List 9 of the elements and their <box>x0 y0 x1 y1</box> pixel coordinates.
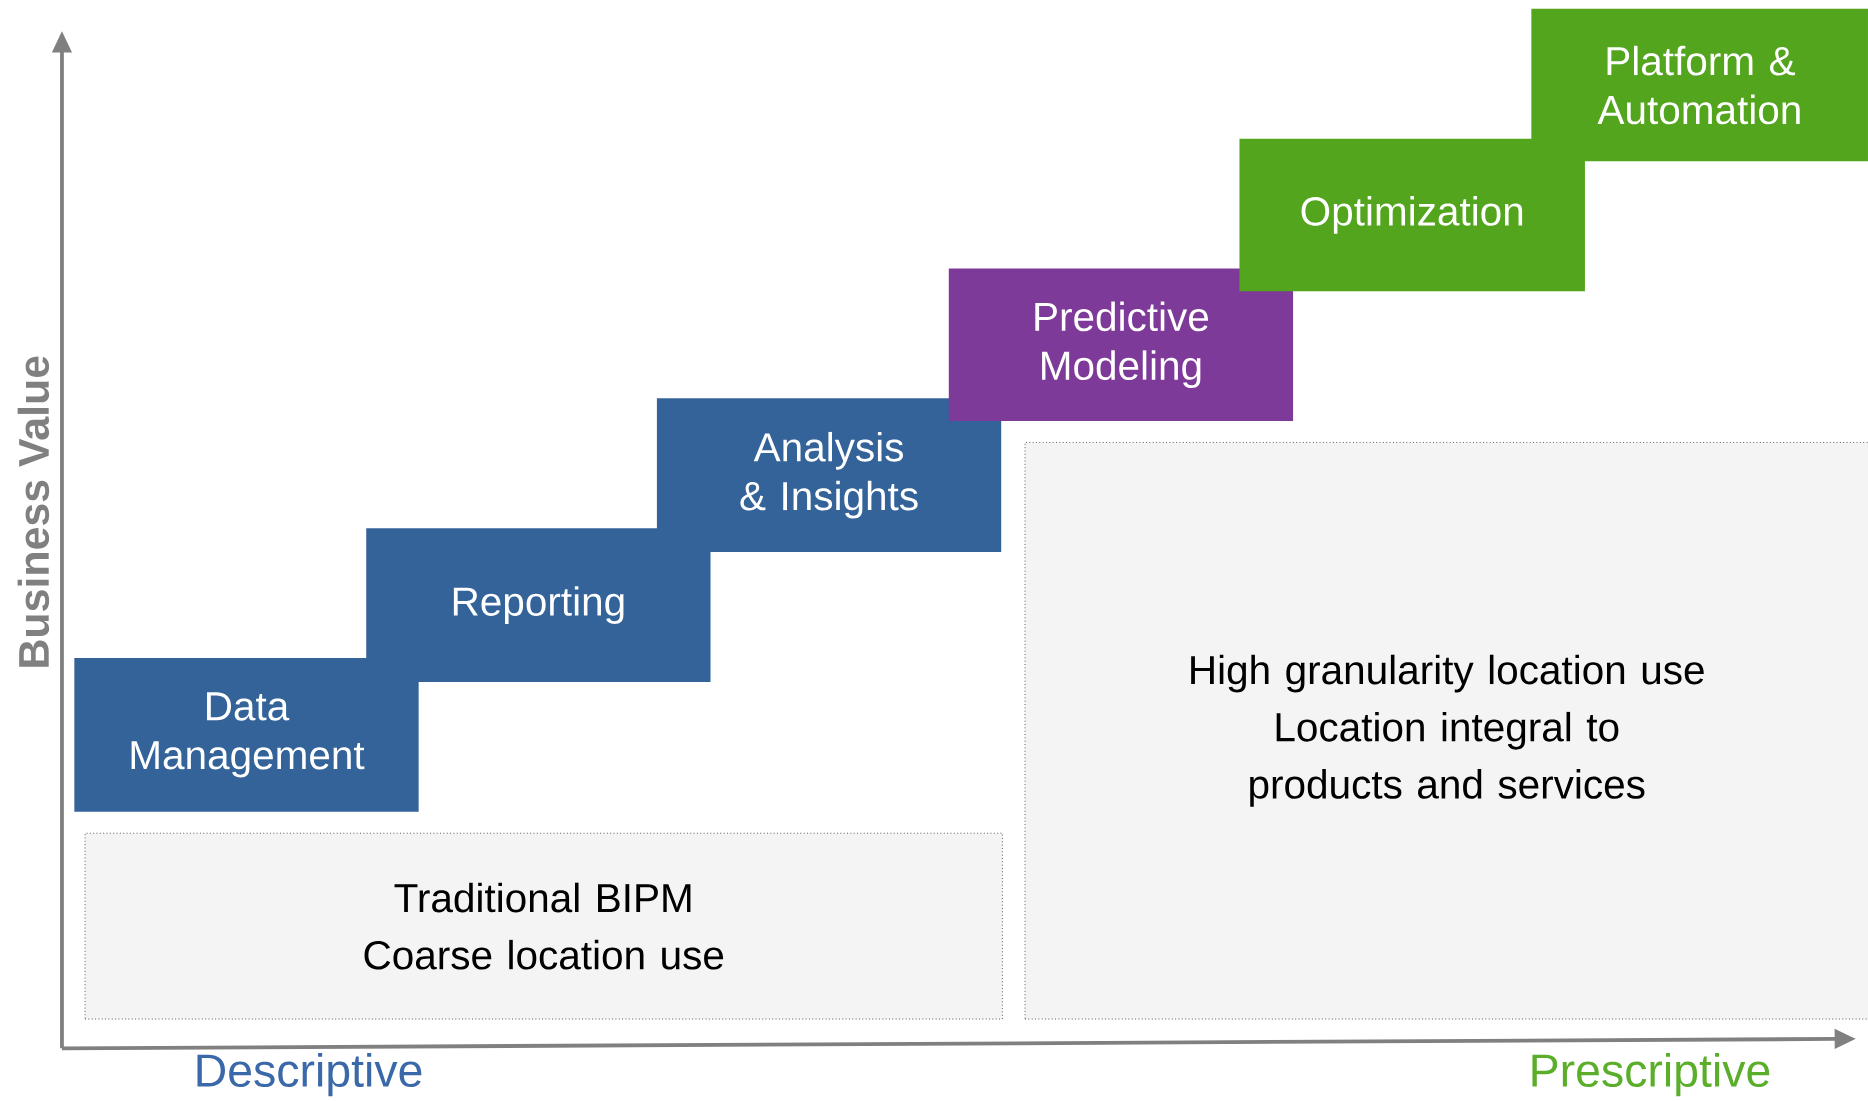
stage-box: Analysis & Insights <box>656 398 1002 553</box>
dotted-panel: Traditional BIPM Coarse location use <box>84 832 1003 1020</box>
stage-box: Platform & Automation <box>1531 8 1868 162</box>
axis-title: Business Value <box>17 356 50 667</box>
stage-box: Reporting <box>366 528 711 682</box>
stage-box: Optimization <box>1239 138 1585 292</box>
stage-box: Data Management <box>74 658 419 812</box>
dotted-panel: High granularity location use Location integral to products and services <box>1024 442 1868 1020</box>
stage-box: Predictive Modeling <box>948 268 1294 422</box>
